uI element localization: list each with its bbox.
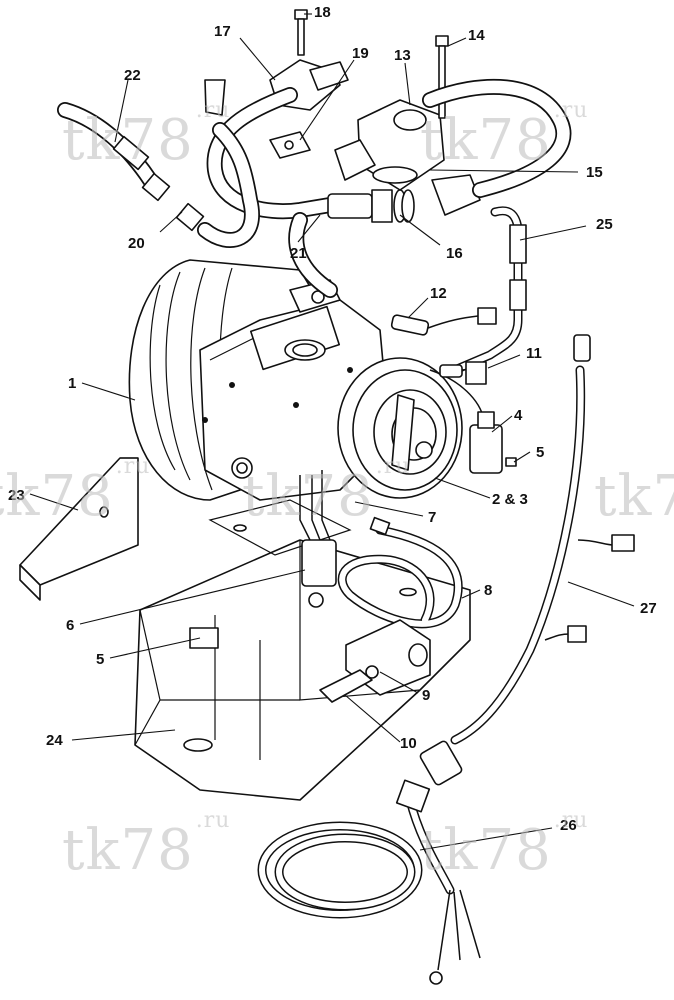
watermark: tk78.ru — [62, 808, 231, 883]
callout-15: 15 — [586, 164, 603, 181]
bolt-18 — [294, 9, 308, 56]
callout-19: 19 — [352, 45, 369, 62]
valve-assembly — [334, 99, 445, 191]
sensor-11 — [439, 361, 487, 385]
callout-5a: 5 — [536, 444, 544, 461]
callout-8: 8 — [484, 582, 492, 599]
callout-24: 24 — [46, 732, 63, 749]
gasket-19 — [269, 131, 311, 159]
base-bracket — [134, 499, 471, 801]
hose-21 — [206, 87, 481, 298]
watermark: tk78.ru — [420, 98, 589, 173]
watermark: tk78.ru — [0, 454, 151, 529]
callout-17: 17 — [214, 23, 231, 40]
leader-lines — [29, 13, 635, 851]
bolt-14 — [435, 35, 449, 119]
watermark: tk78.ru — [242, 454, 411, 529]
sensor-12 — [390, 307, 497, 336]
callout-6: 6 — [66, 617, 74, 634]
callout-5b: 5 — [96, 651, 104, 668]
callout-14: 14 — [468, 27, 485, 44]
hose-8 — [337, 516, 463, 629]
callout-12: 12 — [430, 285, 447, 302]
switch-connector — [299, 470, 337, 608]
callout-18: 18 — [314, 4, 331, 21]
callout-22: 22 — [124, 67, 141, 84]
watermark: tk78 — [594, 464, 674, 529]
watermark: tk78.ru — [420, 808, 589, 883]
callout-25: 25 — [596, 216, 613, 233]
line-25 — [445, 206, 527, 377]
callout-13: 13 — [394, 47, 411, 64]
callout-1: 1 — [68, 375, 76, 392]
callout-4: 4 — [514, 407, 523, 424]
support-plate — [19, 457, 139, 601]
cable-26 — [257, 779, 481, 985]
bracket-9 — [319, 619, 431, 703]
callout-labels: 1 2 & 3 4 5 5 6 7 8 9 10 11 12 13 14 15 … — [8, 4, 657, 834]
callout-27: 27 — [640, 600, 657, 617]
callout-2-3: 2 & 3 — [492, 491, 528, 508]
harness-27 — [419, 334, 635, 786]
discharge-hose — [422, 78, 572, 198]
callout-26: 26 — [560, 817, 577, 834]
hose-22 — [57, 79, 260, 248]
clutch-connector — [429, 369, 517, 474]
callout-23: 23 — [8, 487, 25, 504]
callout-16: 16 — [446, 245, 463, 262]
callout-11: 11 — [526, 345, 542, 362]
callout-9: 9 — [422, 687, 430, 704]
callout-10: 10 — [400, 735, 417, 752]
callout-21: 21 — [290, 245, 307, 262]
callout-20: 20 — [128, 235, 145, 252]
callout-7: 7 — [428, 509, 436, 526]
watermark: tk78.ru — [62, 98, 231, 173]
clutch-assembly — [337, 357, 463, 499]
